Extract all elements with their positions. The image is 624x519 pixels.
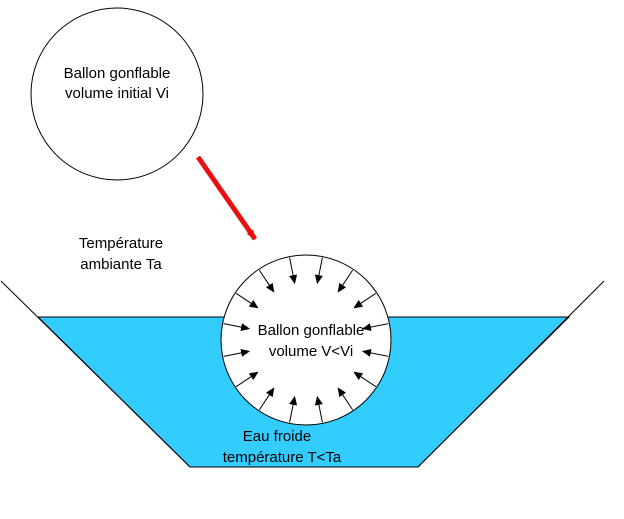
ambient-temperature-label-line2: ambiante Ta <box>80 256 162 273</box>
pressure-arrow-icon <box>361 348 389 357</box>
basin-outline <box>0 280 605 468</box>
pressure-arrow-icon <box>258 387 275 411</box>
pressure-arrow-icon <box>289 395 298 423</box>
cold-water-label-line2: température T<Ta <box>223 449 342 466</box>
pressure-arrow-icon <box>314 257 323 285</box>
cold-water-label-line1: Eau froide <box>243 428 311 445</box>
pressure-arrows <box>223 257 389 423</box>
pressure-arrow-icon <box>337 387 354 411</box>
transition-arrow-icon <box>195 155 258 241</box>
cold-balloon-label-line1: Ballon gonflable <box>258 322 365 339</box>
pressure-arrow-icon <box>223 348 251 357</box>
initial-balloon-label-line1: Ballon gonflable <box>64 65 171 82</box>
initial-balloon-label-line2: volume initial Vi <box>65 85 169 102</box>
pressure-arrow-icon <box>223 323 251 332</box>
pressure-arrow-icon <box>235 292 259 309</box>
pressure-arrow-icon <box>361 323 389 332</box>
pressure-arrow-icon <box>314 395 323 423</box>
cold-balloon-label-line2: volume V<Vi <box>269 343 353 360</box>
pressure-arrow-icon <box>258 269 275 293</box>
pressure-arrow-icon <box>337 269 354 293</box>
pressure-arrow-icon <box>353 371 377 388</box>
initial-balloon <box>30 7 204 181</box>
cold-balloon <box>220 254 392 426</box>
pressure-arrow-icon <box>353 292 377 309</box>
pressure-arrow-icon <box>235 371 259 388</box>
ambient-temperature-label-line1: Température <box>79 235 163 252</box>
pressure-arrow-icon <box>289 257 298 285</box>
